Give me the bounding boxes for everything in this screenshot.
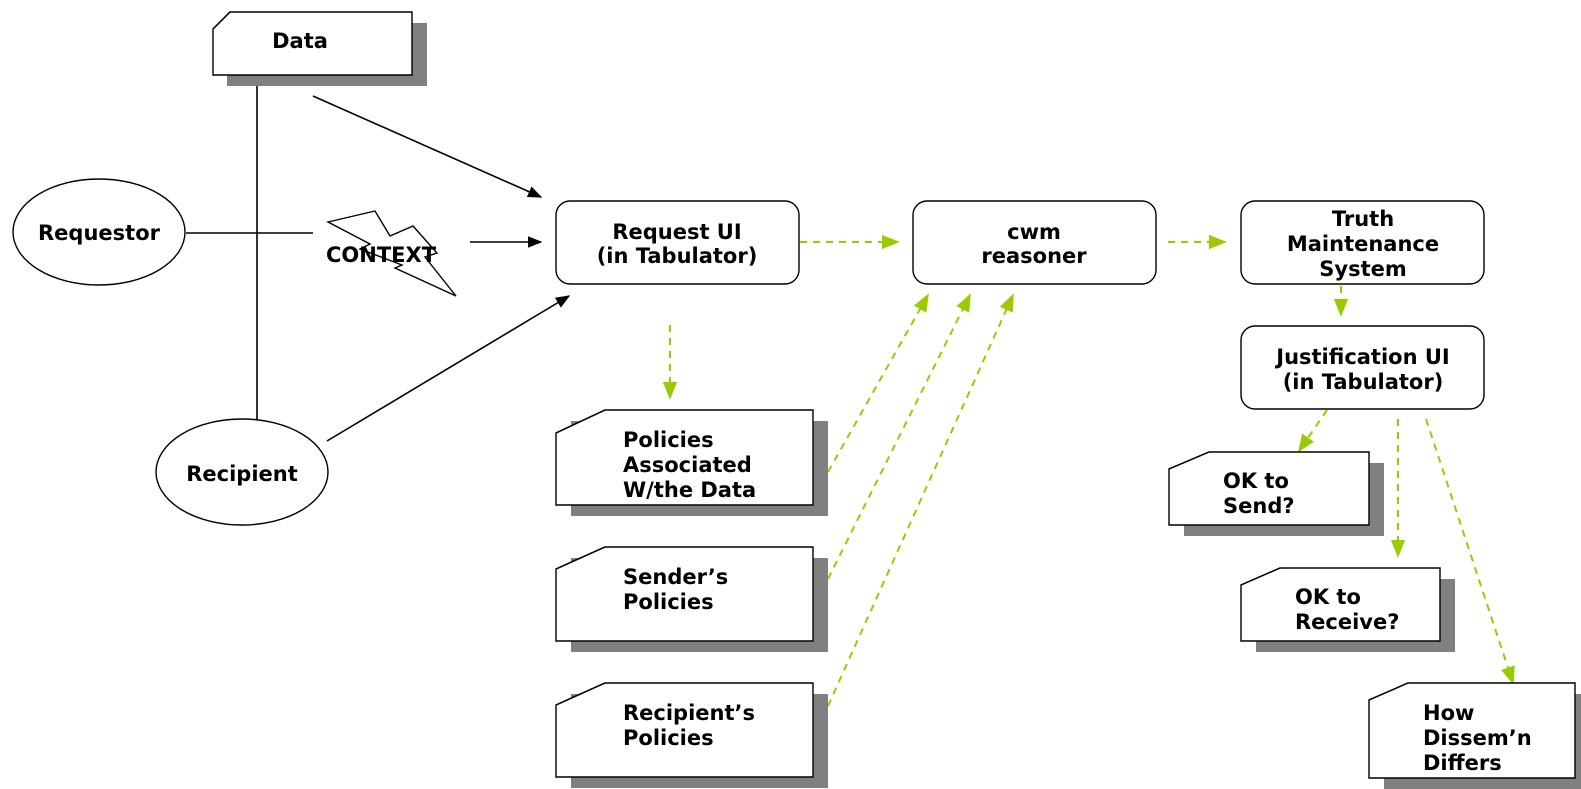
recipient-policies-line-2: Policies	[623, 726, 714, 750]
justification-ui-node: Justification UI (in Tabulator)	[1240, 325, 1485, 410]
recipient-label: Recipient	[186, 462, 298, 486]
ok-receive-line-1: OK to	[1295, 585, 1361, 609]
justification-ui-line-2: (in Tabulator)	[1283, 370, 1444, 394]
data-policies-line-1: Policies	[623, 428, 714, 452]
dissem-line-2: Dissem’n	[1423, 726, 1532, 750]
requestor-label: Requestor	[38, 221, 161, 245]
reasoner-node: cwm reasoner	[912, 200, 1157, 285]
data-policies-line-2: Associated	[623, 453, 752, 477]
recipient-node: Recipient	[155, 418, 329, 526]
justification-ui-line-1: Justification UI	[1274, 345, 1449, 369]
ok-send-document: OK to Send?	[1168, 451, 1384, 536]
sender-policies-line-1: Sender’s	[623, 565, 728, 589]
solid-edges	[186, 78, 571, 442]
dissem-document: How Dissem’n Differs	[1368, 682, 1581, 789]
sender-policies-document: Sender’s Policies	[555, 546, 828, 652]
edge-data-to-request-ui	[312, 95, 543, 198]
flow-edges	[662, 234, 1515, 707]
recipient-policies-document: Recipient’s Policies	[555, 682, 828, 788]
data-document-label: Data	[272, 29, 328, 53]
ok-receive-document: OK to Receive?	[1240, 567, 1455, 652]
ok-receive-line-2: Receive?	[1295, 610, 1399, 634]
recipient-policies-line-1: Recipient’s	[623, 701, 755, 725]
lightning-bolt-icon	[326, 210, 457, 297]
data-document: Data	[212, 11, 427, 86]
flow-justification-to-ok-send	[1297, 409, 1328, 453]
data-policies-line-3: W/the Data	[623, 478, 756, 502]
tms-line-2: Maintenance	[1287, 232, 1439, 256]
requestor-node: Requestor	[12, 178, 186, 286]
flow-recipient-policies-to-reasoner	[827, 293, 1014, 707]
ok-send-line-2: Send?	[1223, 494, 1295, 518]
ok-send-line-1: OK to	[1223, 469, 1289, 493]
context-node: CONTEXT	[326, 210, 457, 297]
dissem-line-3: Differs	[1423, 751, 1502, 775]
tms-line-3: System	[1319, 257, 1406, 281]
context-label: CONTEXT	[326, 243, 437, 267]
reasoner-line-2: reasoner	[981, 244, 1087, 268]
flow-data-policies-to-reasoner	[827, 293, 929, 473]
dissem-line-1: How	[1423, 701, 1474, 725]
reasoner-line-1: cwm	[1007, 220, 1061, 244]
tms-line-1: Truth	[1332, 207, 1394, 231]
sender-policies-line-2: Policies	[623, 590, 714, 614]
tms-node: Truth Maintenance System	[1240, 200, 1485, 285]
flow-sender-policies-to-reasoner	[827, 293, 971, 580]
data-policies-document: Policies Associated W/the Data	[555, 409, 828, 516]
request-ui-line-2: (in Tabulator)	[597, 244, 758, 268]
request-ui-line-1: Request UI	[612, 220, 741, 244]
request-ui-node: Request UI (in Tabulator)	[555, 200, 800, 285]
edge-recipient-to-request-ui	[326, 295, 571, 442]
